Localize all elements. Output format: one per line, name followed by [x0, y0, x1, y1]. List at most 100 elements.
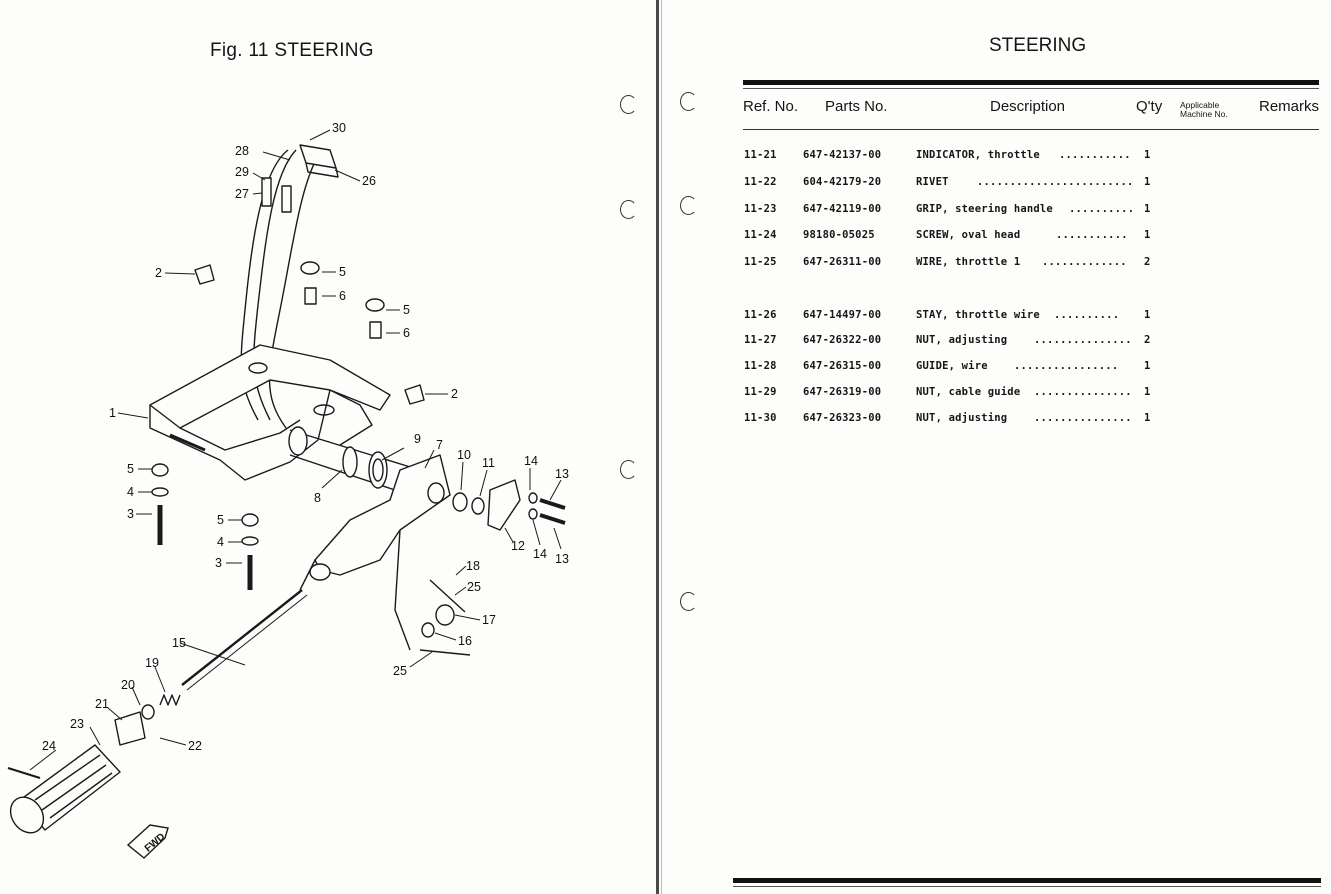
description-cell: GRIP, steering handle — [916, 203, 1053, 215]
callout-25a: 25 — [467, 580, 481, 594]
dot-leader: ............. — [1042, 256, 1127, 268]
dot-leader: .......... — [1054, 309, 1120, 321]
ref-no-cell: 11-27 — [744, 334, 777, 346]
ref-no-cell: 11-28 — [744, 360, 777, 372]
dot-leader: ............... — [1034, 334, 1132, 346]
qty-cell: 1 — [1144, 309, 1151, 321]
part-no-cell: 647-42119-00 — [803, 203, 882, 215]
qty-cell: 1 — [1144, 412, 1151, 424]
callout-30: 27 — [235, 187, 249, 201]
col-header-ref-no: Ref. No. — [743, 98, 799, 115]
exploded-steering-diagram: 30 28 29 27 26 2 5 6 5 6 2 1 5 4 3 5 4 3… — [7, 121, 569, 859]
callout-13b: 13 — [555, 552, 569, 566]
description-cell: WIRE, throttle 1 — [916, 256, 1021, 268]
ref-no-cell: 11-21 — [744, 149, 777, 161]
callout-19: 19 — [145, 656, 159, 670]
dot-leader: ............... — [1034, 386, 1132, 398]
callout-29: 29 — [235, 165, 249, 179]
footer-rule-thin — [733, 886, 1321, 887]
ref-no-cell: 11-25 — [744, 256, 777, 268]
dot-leader: ........... — [1059, 149, 1131, 161]
callout-25b: 25 — [393, 664, 407, 678]
table-row: 11-24 98180-05025 SCREW, oval head .....… — [744, 229, 1324, 247]
description-cell: NUT, adjusting — [916, 334, 1008, 346]
ref-no-cell: 11-22 — [744, 176, 777, 188]
callout-28: 28 — [235, 144, 249, 158]
callout-5c: 5 — [127, 462, 134, 476]
description-cell: INDICATOR, throttle — [916, 149, 1040, 161]
ref-no-cell: 11-23 — [744, 203, 777, 215]
parts-list-title: STEERING — [989, 35, 1087, 56]
callout-27: 30 — [332, 121, 346, 135]
ref-no-cell: 11-24 — [744, 229, 777, 241]
callout-5b: 5 — [403, 303, 410, 317]
table-row: 11-21 647-42137-00 INDICATOR, throttle .… — [744, 149, 1324, 167]
qty-cell: 1 — [1144, 176, 1151, 188]
page-gutter — [656, 0, 659, 894]
table-row: 11-30 647-26323-00 NUT, adjusting ......… — [744, 412, 1324, 430]
part-no-cell: 98180-05025 — [803, 229, 875, 241]
part-no-cell: 647-26323-00 — [803, 412, 882, 424]
callout-10: 10 — [457, 448, 471, 462]
binder-hole-icon — [620, 95, 637, 114]
callout-7: 7 — [436, 438, 443, 452]
description-cell: NUT, cable guide — [916, 386, 1021, 398]
qty-cell: 1 — [1144, 229, 1151, 241]
callout-14a: 14 — [524, 454, 538, 468]
ref-no-cell: 11-29 — [744, 386, 777, 398]
part-no-cell: 647-26322-00 — [803, 334, 882, 346]
dot-leader: ........................ — [977, 176, 1134, 188]
callout-18: 18 — [466, 559, 480, 573]
column-header-rule — [743, 129, 1319, 130]
description-cell: STAY, throttle wire — [916, 309, 1040, 321]
part-no-cell: 647-26311-00 — [803, 256, 882, 268]
qty-cell: 1 — [1144, 149, 1151, 161]
qty-cell: 2 — [1144, 256, 1151, 268]
callout-6b: 6 — [403, 326, 410, 340]
callout-17: 17 — [482, 613, 496, 627]
part-no-cell: 647-26315-00 — [803, 360, 882, 372]
callout-4a: 4 — [127, 485, 134, 499]
table-row: 11-25 647-26311-00 WIRE, throttle 1 ....… — [744, 256, 1324, 274]
callout-23: 23 — [70, 717, 84, 731]
description-cell: NUT, adjusting — [916, 412, 1008, 424]
qty-cell: 1 — [1144, 360, 1151, 372]
callout-26: 26 — [362, 174, 376, 188]
callout-11: 11 — [482, 456, 495, 470]
col-header-qty: Q'ty — [1136, 98, 1163, 115]
binder-hole-icon — [620, 460, 637, 479]
page-gutter-shadow — [661, 0, 662, 894]
figure-title: Fig. 11 STEERING — [210, 40, 374, 61]
callout-2b: 2 — [451, 387, 458, 401]
col-header-remarks: Remarks — [1259, 98, 1320, 115]
forward-arrow-icon: FWD — [126, 824, 169, 859]
col-header-description: Description — [990, 98, 1066, 115]
header-rule — [743, 80, 1319, 85]
header-rule-thin — [743, 88, 1319, 89]
callout-8: 8 — [314, 491, 321, 505]
diagram-page: Fig. 11 STEERING — [0, 0, 658, 894]
part-no-cell: 647-42137-00 — [803, 149, 882, 161]
dot-leader: ................ — [1014, 360, 1119, 372]
description-cell: GUIDE, wire — [916, 360, 988, 372]
qty-cell: 1 — [1144, 386, 1151, 398]
callout-2a: 2 — [155, 266, 162, 280]
ref-no-cell: 11-30 — [744, 412, 777, 424]
ref-no-cell: 11-26 — [744, 309, 777, 321]
table-row: 11-22 604-42179-20 RIVET ...............… — [744, 176, 1324, 194]
binder-hole-icon — [680, 592, 697, 611]
binder-hole-icon — [680, 196, 697, 215]
table-row: 11-26 647-14497-00 STAY, throttle wire .… — [744, 309, 1324, 327]
callout-15: 15 — [172, 636, 186, 650]
table-row: 11-27 647-26322-00 NUT, adjusting ......… — [744, 334, 1324, 352]
part-no-cell: 647-14497-00 — [803, 309, 882, 321]
callout-3a: 3 — [127, 507, 134, 521]
table-row: 11-28 647-26315-00 GUIDE, wire .........… — [744, 360, 1324, 378]
table-row: 11-23 647-42119-00 GRIP, steering handle… — [744, 203, 1324, 221]
callout-1: 1 — [109, 406, 116, 420]
callout-5a: 5 — [339, 265, 346, 279]
callout-13a: 13 — [555, 467, 569, 481]
callout-6a: 6 — [339, 289, 346, 303]
qty-cell: 2 — [1144, 334, 1151, 346]
callout-5d: 5 — [217, 513, 224, 527]
